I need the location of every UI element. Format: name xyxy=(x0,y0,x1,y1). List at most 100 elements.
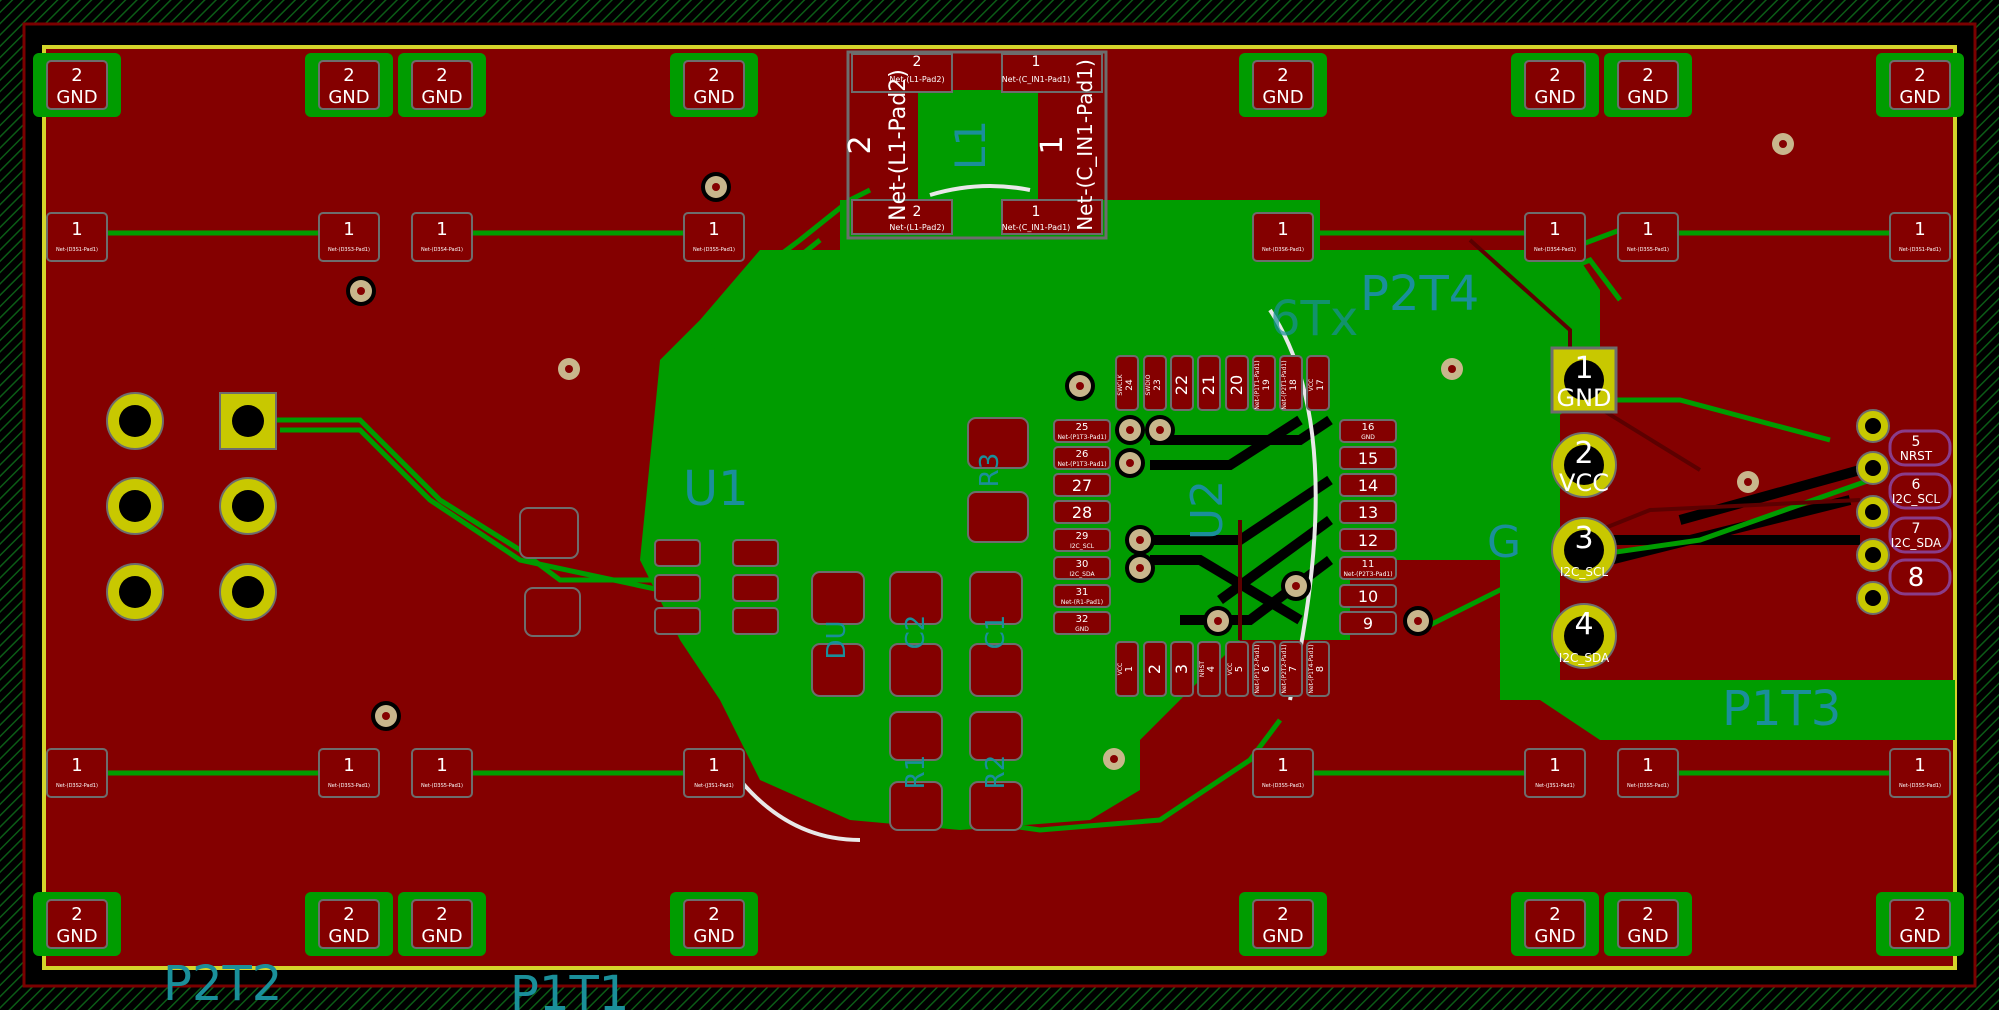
mcu-pin-right[interactable]: 13 xyxy=(1339,500,1397,524)
mcu-pin-net: NRST xyxy=(1199,661,1206,677)
silk-c2: C2 xyxy=(901,615,931,650)
passives[interactable] xyxy=(519,417,1029,831)
edge-pad[interactable]: 8 xyxy=(1888,558,1952,596)
edge-th-pin[interactable] xyxy=(1856,581,1890,615)
inductor-l1[interactable]: 2 Net-(L1-Pad2) 1 Net-(C_IN1-Pad1) 2 Net… xyxy=(843,50,1108,240)
th-pin[interactable] xyxy=(106,563,164,621)
l1-left-net: Net-(L1-Pad2) xyxy=(886,69,911,221)
row-pad-num: 1 xyxy=(1642,755,1653,776)
mcu-pin-right[interactable]: 15 xyxy=(1339,446,1397,470)
th-pin[interactable] xyxy=(106,392,164,450)
left-connector-6pin[interactable] xyxy=(106,392,277,621)
edge-th-pin[interactable] xyxy=(1856,495,1890,529)
via xyxy=(1737,471,1759,493)
mcu-pin-right[interactable]: 12 xyxy=(1339,528,1397,552)
edge-th-pin[interactable] xyxy=(1856,451,1890,485)
mcu-pin-top[interactable]: 20 xyxy=(1225,355,1249,411)
mcu-pin-right[interactable]: 10 xyxy=(1339,584,1397,608)
mcu-pin-left[interactable]: 27 xyxy=(1053,473,1111,497)
mcu-pin-bottom[interactable]: 2 xyxy=(1143,641,1167,697)
th-pin[interactable] xyxy=(219,563,277,621)
mcu-pin-top[interactable]: 21 xyxy=(1197,355,1221,411)
th-pin[interactable] xyxy=(219,477,277,535)
mcu-pin-left[interactable]: 28 xyxy=(1053,500,1111,524)
mcu-pin-right[interactable]: 14 xyxy=(1339,473,1397,497)
gnd-pad-num: 2 xyxy=(436,65,447,86)
l1-pad-tl-net: Net-(L1-Pad2) xyxy=(889,75,944,84)
gnd-pad-net: GND xyxy=(1627,87,1668,108)
gnd-pad-net: GND xyxy=(421,87,462,108)
edge-th-pin[interactable] xyxy=(1856,409,1890,443)
th-pin[interactable] xyxy=(106,477,164,535)
mcu-pin-top[interactable]: 22 xyxy=(1170,355,1194,411)
mcu-pin-num: 24 xyxy=(1125,379,1135,391)
mcu-pin-bottom[interactable]: 3 xyxy=(1170,641,1194,697)
edge-th-pin[interactable] xyxy=(1856,538,1890,572)
th-pin[interactable] xyxy=(219,392,277,450)
mcu-pin-right[interactable]: 9 xyxy=(1339,611,1397,635)
